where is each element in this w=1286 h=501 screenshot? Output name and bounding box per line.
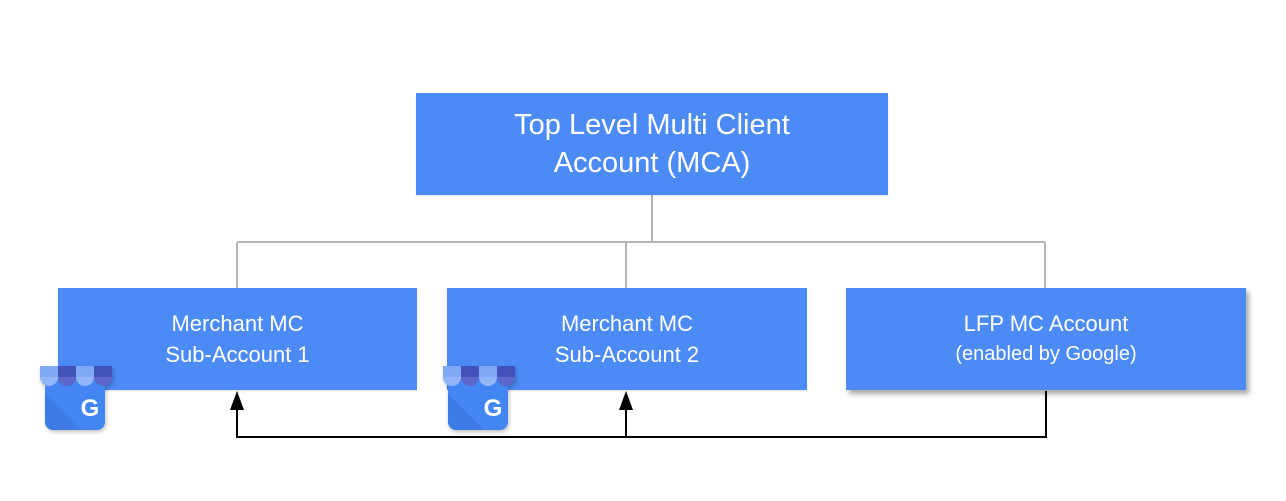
storefront-awning [40,366,112,386]
flow-line-lfp-to-merchant1 [236,391,1047,438]
node-top-level-mca: Top Level Multi Client Account (MCA) [416,93,888,195]
node-top-level-mca-label-line1: Top Level Multi Client [514,109,790,141]
node-merchant-sub-account-1: Merchant MC Sub-Account 1 [58,288,417,390]
node-merchant-2-label-line1: Merchant MC [560,311,694,336]
arrowhead-merchant1 [230,391,244,410]
tree-connectors [236,195,1046,288]
flow-arrows [236,391,1047,438]
node-merchant-2-label-line2: Sub-Account 2 [554,342,700,367]
google-my-business-icon: G [40,366,112,430]
google-g-letter: G [484,395,503,422]
node-lfp-mc-account: LFP MC Account (enabled by Google) [846,288,1246,390]
storefront-awning [443,366,515,386]
node-lfp-label-line1: LFP MC Account [963,311,1129,336]
node-merchant-1-label-line2: Sub-Account 1 [165,342,310,367]
storefront-body [448,380,508,430]
google-my-business-icon: G [443,366,515,430]
storefront-fold-shade [45,394,81,430]
storefront-body [45,380,105,430]
flow-arrowheads [230,391,633,410]
arrowhead-merchant2 [619,391,633,410]
google-g-letter: G [81,395,100,422]
node-merchant-1-label-line1: Merchant MC [171,311,304,336]
node-top-level-mca-label-line2: Account (MCA) [553,147,751,179]
node-lfp-label-line2: (enabled by Google) [955,343,1137,365]
storefront-fold-shade [448,394,484,430]
